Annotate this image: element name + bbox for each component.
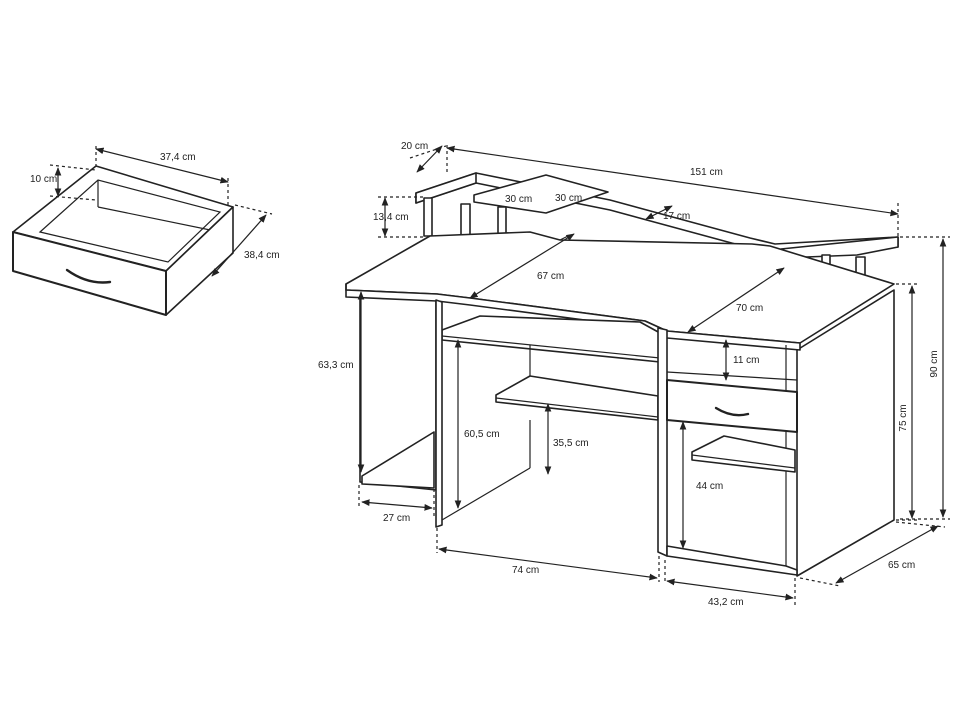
- desk-depth-label: 65 cm: [888, 560, 915, 571]
- drawer-depth-label: 38,4 cm: [244, 250, 280, 261]
- desk-height-label: 75 cm: [898, 404, 909, 431]
- drawer-gap-label: 11 cm: [733, 355, 760, 366]
- desk-illustration: 151 cm 20 cm 13,4 cm 30 cm 30 cm 17 cm 6…: [318, 141, 950, 608]
- desk-total-width-label: 151 cm: [690, 167, 723, 178]
- desk-depth-center-label: 67 cm: [537, 271, 564, 282]
- compartment-height-label: 44 cm: [696, 481, 723, 492]
- shelf-height-label: 35,5 cm: [553, 438, 589, 449]
- keyboard-clearance-label: 60,5 cm: [464, 429, 500, 440]
- desk-depth-right-label: 70 cm: [736, 303, 763, 314]
- top-back-gap-label: 17 cm: [663, 211, 690, 222]
- drawer-handle-icon: [65, 268, 112, 284]
- monitor-shelf-right-label: 30 cm: [555, 193, 582, 204]
- desk-drawer-front: [666, 379, 798, 433]
- drawer-front: [12, 231, 167, 316]
- shelf-depth-label: 20 cm: [401, 141, 428, 152]
- cabinet-width-label: 43,2 cm: [708, 597, 744, 608]
- riser-height-label: 13,4 cm: [373, 212, 409, 223]
- knee-space-width-label: 74 cm: [512, 565, 539, 576]
- desk-drawer-handle-icon: [714, 406, 750, 417]
- side-width-label: 27 cm: [383, 513, 410, 524]
- total-height-label: 90 cm: [929, 350, 940, 377]
- monitor-shelf-left-label: 30 cm: [505, 194, 532, 205]
- drawer-height-label: 10 cm: [30, 174, 57, 185]
- drawer-width-label: 37,4 cm: [160, 152, 196, 163]
- side-opening-height-label: 63,3 cm: [318, 360, 354, 371]
- drawer-illustration: 37,4 cm 10 cm 38,4 cm: [12, 146, 280, 316]
